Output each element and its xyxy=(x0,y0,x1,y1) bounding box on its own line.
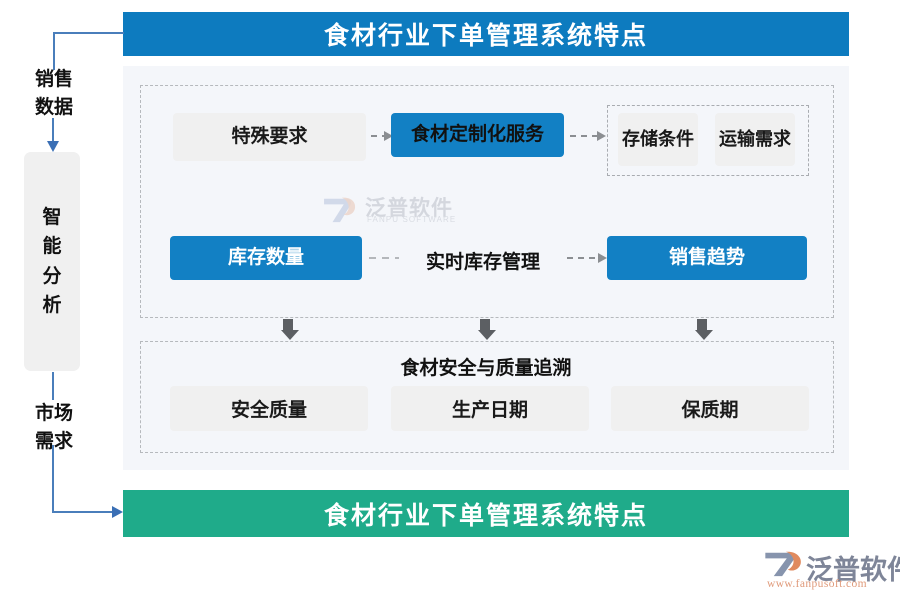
footer-title-bar: 食材行业下单管理系统特点 xyxy=(123,490,849,537)
flow-label-market-demand-line2: 需求 xyxy=(34,430,73,452)
arrow-right-icon xyxy=(112,506,123,518)
upper-dashed-region xyxy=(140,85,834,318)
brand-logo-url: www.fanpusoft.com xyxy=(767,578,867,590)
header-title-text: 食材行业下单管理系统特点 xyxy=(323,23,648,50)
flow-connector-mid-vertical xyxy=(52,118,54,142)
node-transport-demand[interactable]: 运输需求 xyxy=(715,113,795,166)
flow-connector-bottom-vertical xyxy=(52,445,54,513)
connector-custom-to-requirements xyxy=(570,131,606,141)
flow-node-smart-analysis[interactable]: 智能分析 xyxy=(24,152,80,371)
main-content-panel: 特殊要求 泛普软件 FANPU SOFTWARE 食材定制化服务 存储条件 运输… xyxy=(123,66,849,470)
flow-connector-top-horizontal xyxy=(53,32,124,34)
flow-connector-low-vertical xyxy=(52,372,54,400)
footer-title-text: 食材行业下单管理系统特点 xyxy=(323,502,648,530)
brand-logo-icon xyxy=(765,551,801,577)
node-custom-service[interactable]: 食材定制化服务 xyxy=(391,113,564,157)
node-stock-quantity-label: 库存数量 xyxy=(227,247,304,269)
connector-special-to-custom xyxy=(371,131,393,141)
node-sales-trend-label: 销售趋势 xyxy=(668,247,745,269)
flow-label-sales-data-line2: 数据 xyxy=(34,96,73,118)
flow-label-market-demand: 市场 需求 xyxy=(4,400,104,455)
node-stock-quantity[interactable]: 库存数量 xyxy=(170,236,362,280)
node-custom-service-label: 食材定制化服务 xyxy=(410,124,544,146)
node-storage-condition-label: 存储条件 xyxy=(622,129,694,150)
left-flow-column: 销售 数据 智能分析 市场 需求 xyxy=(0,0,124,600)
node-transport-demand-label: 运输需求 xyxy=(719,129,791,150)
node-special-request-label: 特殊要求 xyxy=(231,126,308,148)
brand-logo-name: 泛普软件 xyxy=(806,555,900,585)
node-shelf-life-label: 保质期 xyxy=(681,400,739,421)
label-realtime-inventory: 实时库存管理 xyxy=(425,252,540,273)
flow-label-market-demand-line1: 市场 xyxy=(34,403,73,424)
node-storage-condition[interactable]: 存储条件 xyxy=(618,113,698,166)
arrow-down-icon-1 xyxy=(281,319,299,340)
requirements-dashed-group xyxy=(607,105,809,176)
connector-label-to-trend xyxy=(567,253,607,263)
flow-label-sales-data-line1: 销售 xyxy=(34,69,73,90)
arrow-down-icon xyxy=(47,141,59,152)
node-production-date-label: 生产日期 xyxy=(451,400,528,421)
brand-logo: 泛普软件 www.fanpusoft.com xyxy=(760,548,900,594)
node-shelf-life[interactable]: 保质期 xyxy=(611,386,809,431)
flow-connector-bottom-horizontal xyxy=(52,511,114,513)
arrow-down-icon-2 xyxy=(478,319,496,340)
node-safety-quality[interactable]: 安全质量 xyxy=(170,386,368,431)
flow-connector-top-vertical xyxy=(53,32,55,70)
arrow-down-icon-3 xyxy=(695,319,713,340)
lower-dashed-region xyxy=(140,341,834,453)
node-production-date[interactable]: 生产日期 xyxy=(391,386,589,431)
traceability-title: 食材安全与质量追溯 xyxy=(400,358,572,379)
flow-label-sales-data: 销售 数据 xyxy=(4,66,104,121)
connector-stock-to-label xyxy=(369,257,399,259)
header-title-bar: 食材行业下单管理系统特点 xyxy=(123,12,849,56)
node-safety-quality-label: 安全质量 xyxy=(230,400,307,421)
flow-node-smart-analysis-label: 智能分析 xyxy=(42,206,62,316)
node-sales-trend[interactable]: 销售趋势 xyxy=(607,236,807,280)
node-special-request[interactable]: 特殊要求 xyxy=(173,113,366,161)
